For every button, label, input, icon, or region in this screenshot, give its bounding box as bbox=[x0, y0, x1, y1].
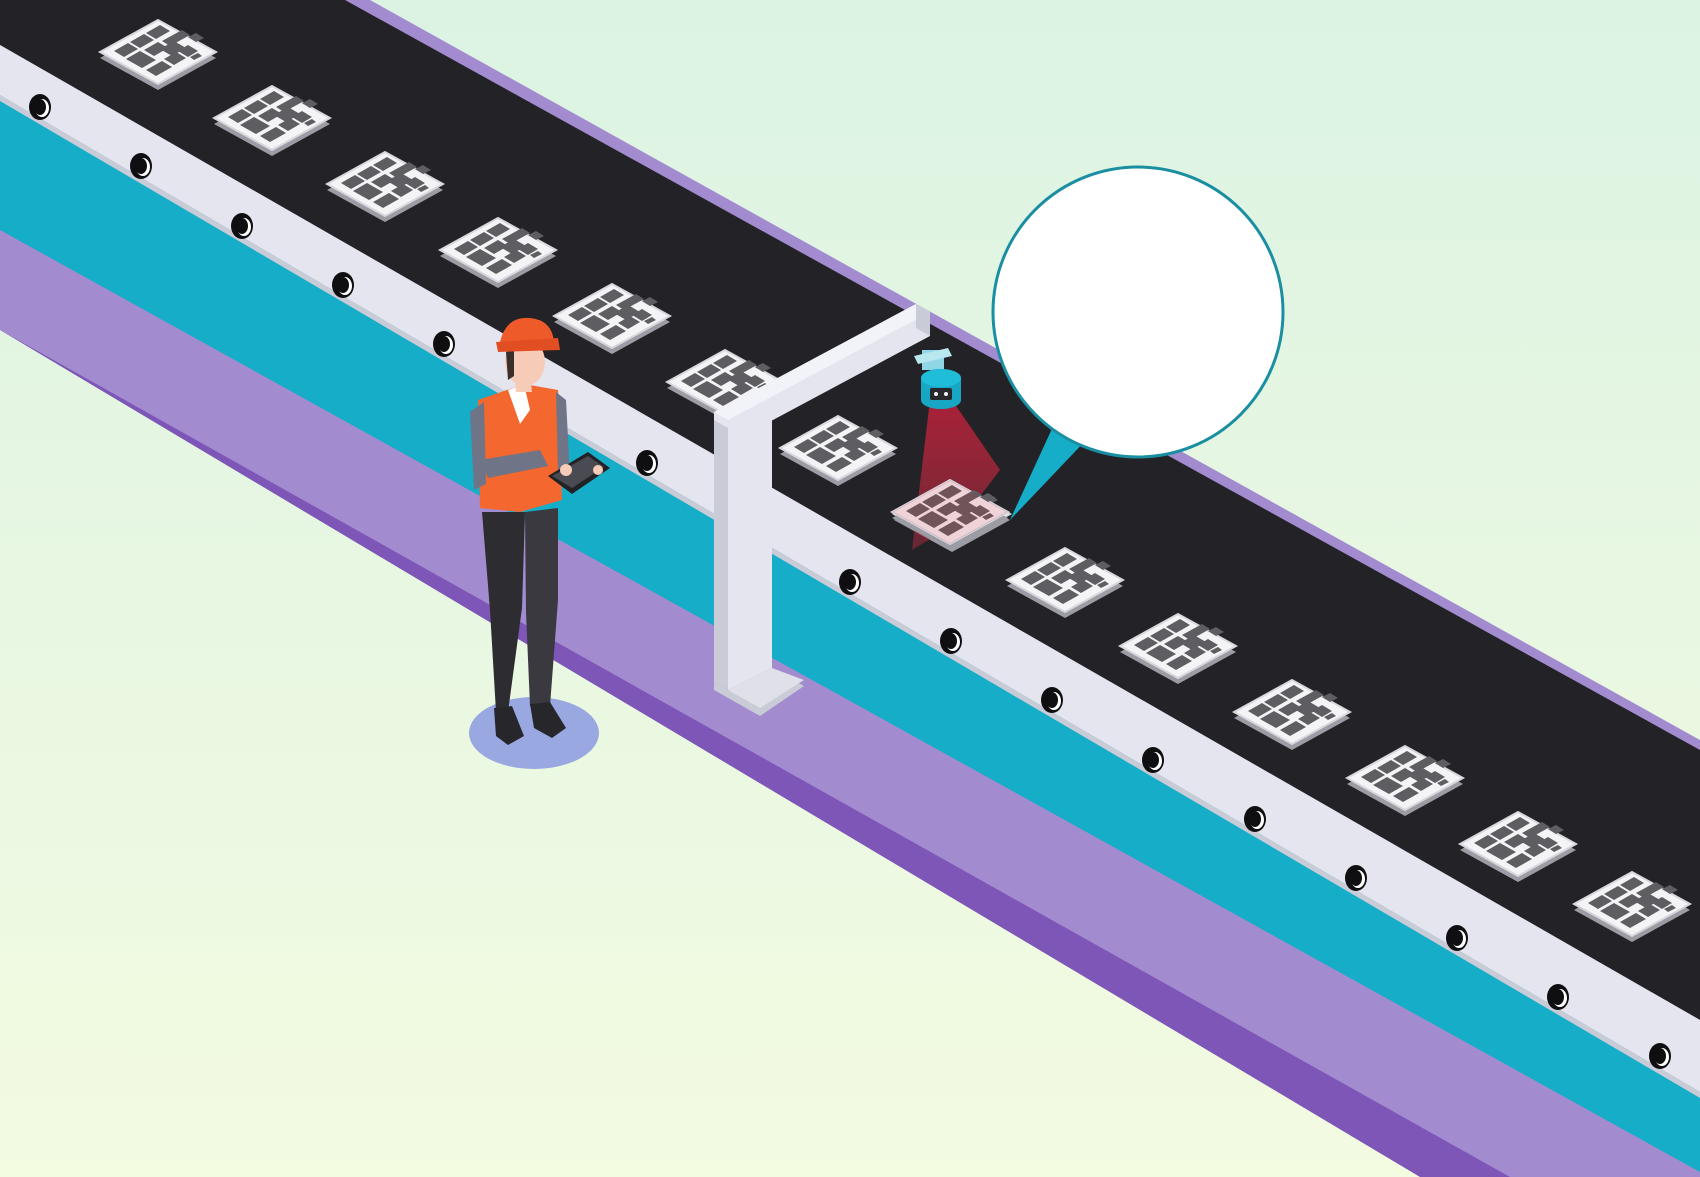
conveyor-belt bbox=[0, 0, 1700, 1020]
scanner-camera-icon bbox=[914, 348, 961, 409]
conveyor-side bbox=[0, 95, 1700, 1172]
worker bbox=[469, 317, 610, 769]
inspection-gantry bbox=[714, 304, 930, 716]
magnifier-callout-icon bbox=[991, 165, 1285, 520]
tablet-icon bbox=[548, 452, 610, 494]
inspected-pcb-board bbox=[891, 479, 1009, 551]
conveyor-rail bbox=[0, 45, 1700, 1092]
